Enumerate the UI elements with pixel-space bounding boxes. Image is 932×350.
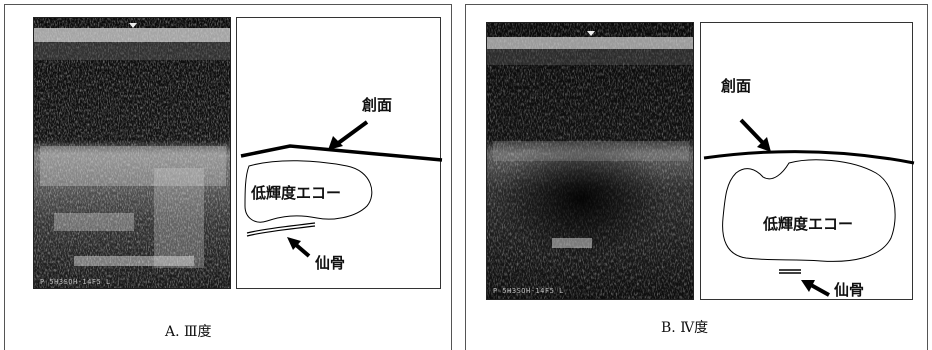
arrow-icon	[328, 120, 369, 150]
label-sacrum: 仙骨	[315, 254, 346, 272]
ultrasound-image-a: P 5H3SOH-14F5 L	[33, 17, 231, 289]
figure-panel-a: P 5H3SOH-14F5 L 創面 低輝度エコー 仙骨 A. Ⅲ度	[4, 4, 452, 350]
label-hypoechoic: 低輝度エコー	[763, 215, 854, 233]
ultrasound-image-b: P 5H3SOH-14F5 L	[486, 22, 694, 300]
hypoechoic-region-outline	[722, 159, 896, 262]
label-sacrum: 仙骨	[834, 281, 865, 299]
caption-b: B. Ⅳ度	[661, 320, 709, 336]
wound-surface-line	[703, 150, 915, 165]
label-wound-surface: 創面	[721, 77, 752, 95]
ultrasound-readout-a: P 5H3SOH-14F5 L	[40, 278, 111, 286]
sacrum-line	[246, 222, 316, 234]
wound-surface-line	[240, 144, 443, 162]
ultrasound-readout-b: P 5H3SOH-14F5 L	[493, 287, 564, 295]
schematic-a: 創面 低輝度エコー 仙骨	[236, 17, 443, 289]
arrow-icon	[801, 280, 830, 297]
hypoechoic-region-outline	[244, 160, 373, 223]
label-hypoechoic: 低輝度エコー	[251, 184, 342, 202]
figure-panel-b: P 5H3SOH-14F5 L 創面 低輝度エコー 仙骨 B. Ⅳ度	[465, 4, 928, 350]
arrow-icon	[287, 237, 311, 258]
label-wound-surface: 創面	[362, 96, 393, 114]
schematic-b: 創面 低輝度エコー 仙骨	[700, 22, 915, 300]
caption-a: A. Ⅲ度	[165, 324, 212, 340]
arrow-icon	[739, 118, 771, 152]
